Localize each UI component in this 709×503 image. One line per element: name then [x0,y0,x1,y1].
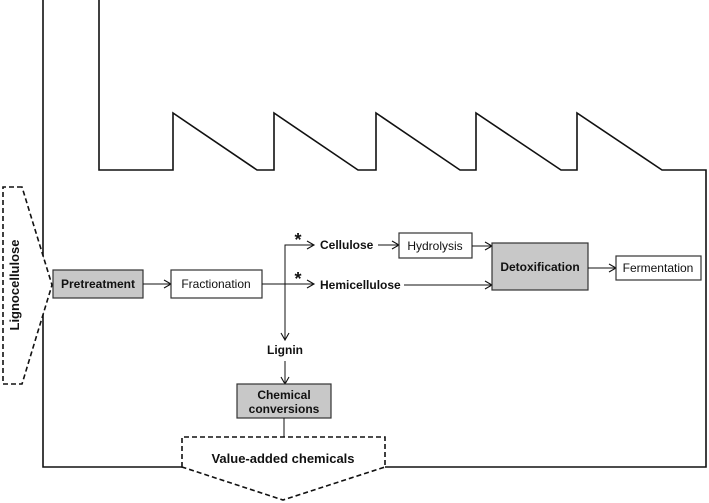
hemicellulose-label: Hemicellulose [320,278,401,292]
hydrolysis-label: Hydrolysis [407,239,462,253]
arrow-to-cellulose [284,240,316,340]
pretreatment-label: Pretreatment [61,277,135,291]
cellulose-label: Cellulose [320,238,374,252]
chemical-conversions-box [236,383,332,419]
fractionation-box [170,269,263,299]
detoxification-box [491,242,589,291]
lignin-label: Lignin [267,343,303,357]
fermentation-box [615,255,702,281]
asterisk-hemicellulose: * [294,269,301,289]
chemical-conversions-label-line1: Chemical [257,388,310,402]
value-added-chemicals-label: Value-added chemicals [211,451,354,466]
hydrolysis-box [398,232,473,259]
detoxification-label: Detoxification [500,260,579,274]
fermentation-label: Fermentation [623,261,694,275]
lignocellulose-label: Lignocellulose [7,239,22,330]
value-added-output-shape [181,436,386,501]
fractionation-label: Fractionation [181,277,250,291]
asterisk-cellulose: * [294,230,301,250]
chemical-conversions-label-line2: conversions [249,402,320,416]
factory-outline [42,0,707,468]
lignocellulose-input-shape [2,186,53,385]
